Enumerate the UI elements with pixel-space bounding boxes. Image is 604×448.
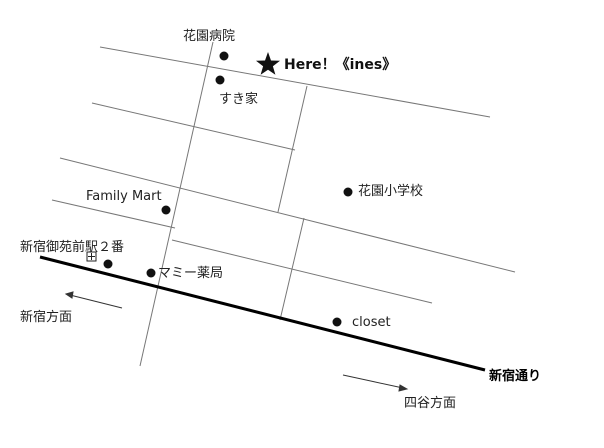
kaen-hospital-marker — [219, 51, 229, 61]
closet-label: closet — [352, 315, 391, 330]
mamy-pharmacy-label: マミー薬局 — [158, 266, 224, 281]
sukiya-label: すき家 — [219, 92, 259, 107]
kaen-elementary-marker — [343, 187, 353, 197]
arrowhead-yotsuya-icon — [398, 384, 409, 392]
kaen-hospital-label: 花園病院 — [183, 29, 236, 44]
closet-marker — [332, 317, 342, 327]
street-vertical-lower — [279, 217, 305, 321]
street-third — [59, 157, 516, 273]
shinjuku-dori-road — [39, 255, 486, 372]
sukiya-marker — [215, 75, 225, 85]
here-star-icon — [256, 52, 280, 75]
station-exit-label: 新宿御苑前駅２番 — [20, 240, 125, 255]
kaen-elementary-label: 花園小学校 — [358, 184, 424, 199]
street-fourth — [51, 199, 176, 229]
arrow-shinjuku-direction — [69, 294, 123, 309]
station-icon — [86, 251, 97, 262]
shinjuku-dori-label: 新宿通り — [489, 369, 542, 384]
street-lines — [51, 41, 516, 367]
arrowhead-shinjuku-icon — [64, 291, 74, 299]
street-vertical-main — [139, 41, 214, 367]
shinjuku-direction-label: 新宿方面 — [20, 310, 73, 325]
street-fifth — [171, 239, 433, 304]
arrow-yotsuya-direction — [342, 374, 404, 389]
yotsuya-direction-label: 四谷方面 — [404, 396, 457, 411]
family-mart-marker — [161, 205, 171, 215]
street-top — [99, 46, 491, 118]
mamy-pharmacy-marker — [146, 268, 156, 278]
family-mart-label: Family Mart — [86, 189, 162, 204]
station-exit-marker — [103, 259, 113, 269]
street-vertical-right — [277, 85, 308, 213]
here-ines-label: Here！《ines》 — [284, 57, 397, 73]
